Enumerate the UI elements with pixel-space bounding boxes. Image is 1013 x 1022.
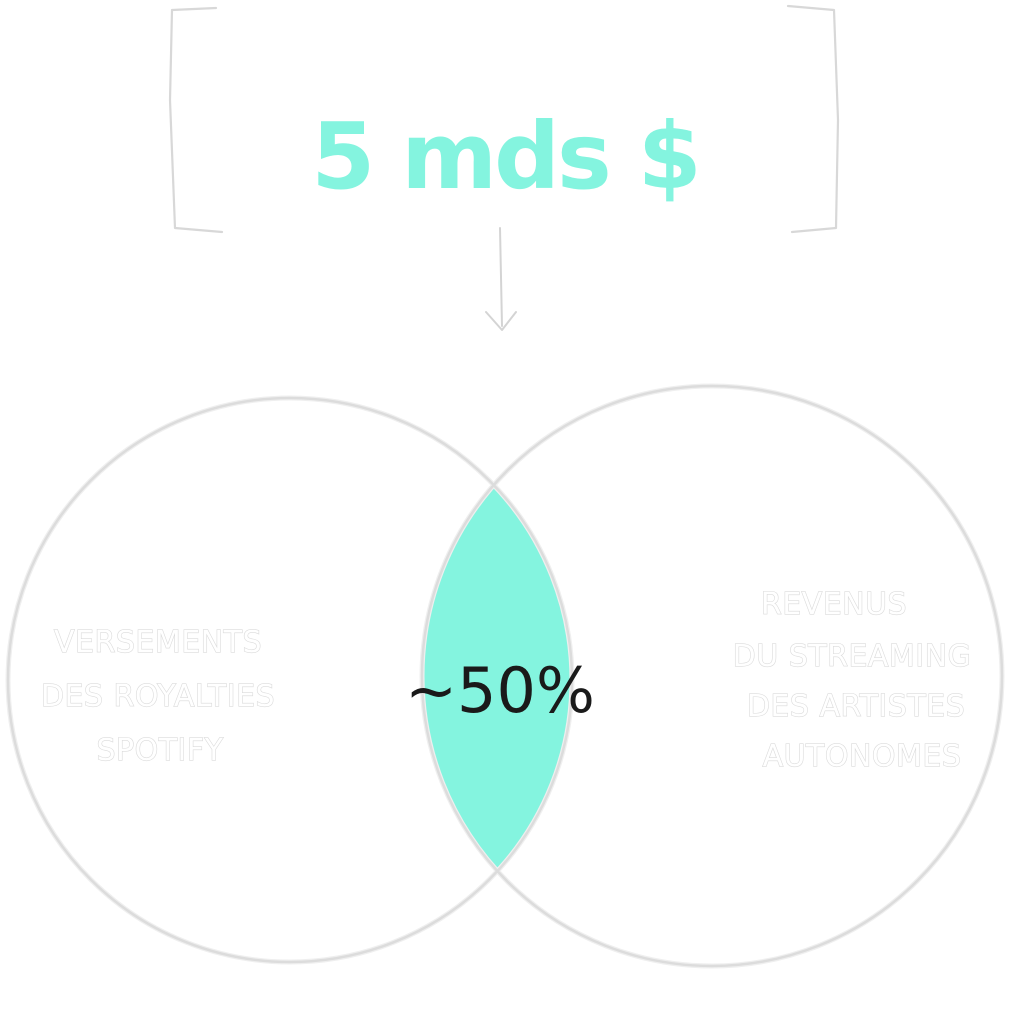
right-circle-label-line-4: AUTONOMES (763, 739, 962, 774)
right-circle-label-line-2: DU STREAMING (733, 639, 972, 674)
bracket-left (168, 6, 224, 234)
left-circle-label-line-1: VERSEMENTS (54, 625, 262, 660)
headline: 5 mds $ (311, 103, 699, 210)
left-circle (6, 396, 574, 964)
right-circle (420, 384, 1004, 968)
left-circle-label-line-3: SPOTIFY (96, 733, 223, 768)
right-circle-label-line-3: DES ARTISTES (747, 689, 965, 724)
bracket-right (786, 4, 840, 234)
right-circle-label-line-1: REVENUS (761, 587, 907, 622)
left-circle-label-line-2: DES ROYALTIES (41, 679, 275, 714)
overlap-percentage: ~50% (405, 654, 595, 727)
down-arrow-icon (485, 227, 517, 331)
